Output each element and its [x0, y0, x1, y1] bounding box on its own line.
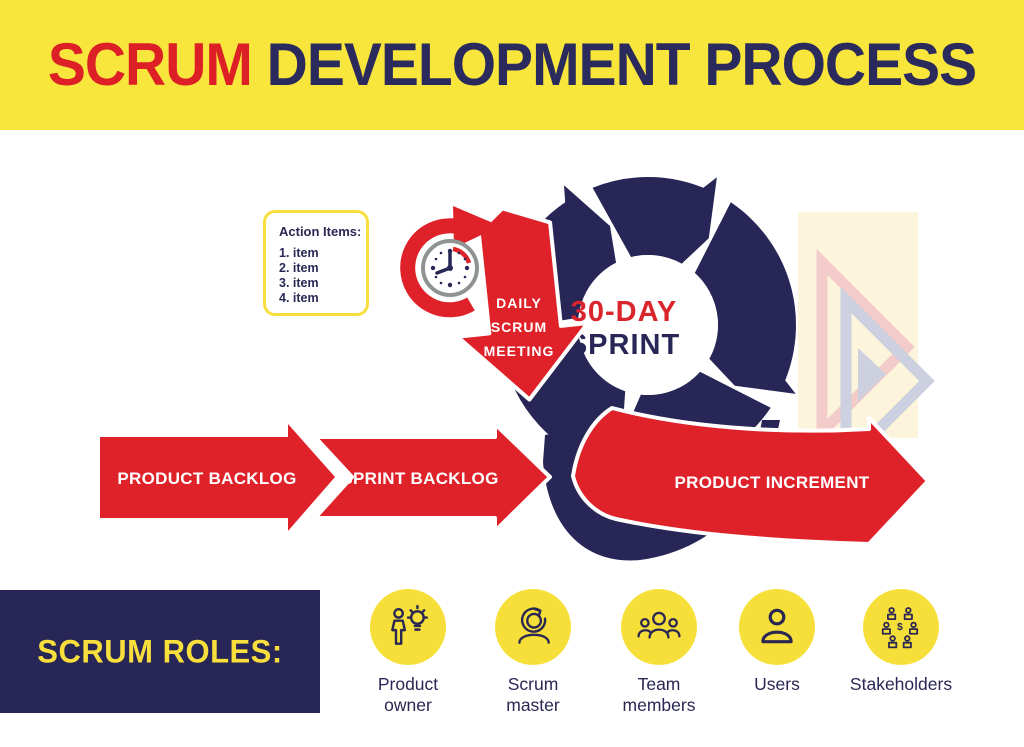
- title-rest: DEVELOPMENT PROCESS: [251, 31, 977, 99]
- action-item: 2. item: [279, 261, 319, 275]
- action-item: 1. item: [279, 246, 319, 260]
- dollar-glyph: $: [897, 622, 903, 633]
- watermark-logo: [798, 212, 935, 476]
- role-label: Scrum master: [506, 674, 560, 715]
- scrum-roles-title: SCRUM ROLES:: [37, 632, 283, 670]
- daily-meeting-line1: DAILY: [496, 295, 542, 311]
- person-refresh-icon: [518, 607, 550, 644]
- sprint-center-line2: SPRINT: [568, 329, 680, 361]
- person-lightbulb-icon: [391, 604, 429, 645]
- action-item: 3. item: [279, 276, 319, 290]
- role-team-members: Team members: [579, 589, 739, 715]
- daily-meeting-line3: MEETING: [484, 343, 555, 359]
- page-title: SCRUM DEVELOPMENT PROCESS: [47, 30, 977, 99]
- scrum-roles-banner: SCRUM ROLES:: [0, 590, 320, 713]
- sprint-cycle-tail: [543, 420, 780, 561]
- role-label: Stakeholders: [849, 674, 953, 694]
- role-users: Users: [697, 589, 857, 695]
- daily-scrum-arrow: DAILY SCRUM MEETING: [455, 206, 590, 402]
- title-highlight: SCRUM: [47, 31, 253, 99]
- product-increment-label: PRODUCT INCREMENT: [675, 473, 870, 492]
- role-product-owner: Product owner: [328, 589, 488, 715]
- sprint-cycle-ring: [488, 177, 796, 488]
- role-stakeholders: $ Stakeholders: [821, 589, 981, 695]
- role-label: Product owner: [377, 674, 439, 715]
- sprint-backlog-label: SPRINT BACKLOG: [341, 469, 498, 488]
- flow-arrows: PRODUCT BACKLOG SPRINT BACKLOG PRODUCT I…: [100, 406, 930, 546]
- people-dollar-network-icon: $: [881, 607, 919, 649]
- product-increment-arrow: [571, 406, 930, 546]
- action-items-box: Action Items: 1. item 2. item 3. item 4.…: [263, 210, 369, 316]
- action-item: 4. item: [279, 291, 319, 305]
- person-icon: [761, 608, 793, 644]
- action-items-title: Action Items:: [279, 224, 362, 239]
- sprint-center-disc: [578, 255, 718, 395]
- product-backlog-arrow: [100, 424, 335, 531]
- role-label: Users: [754, 674, 800, 694]
- role-scrum-master: Scrum master: [453, 589, 613, 715]
- product-backlog-label: PRODUCT BACKLOG: [117, 469, 296, 488]
- header-banner: SCRUM DEVELOPMENT PROCESS: [0, 0, 1024, 130]
- daily-meeting-line2: SCRUM: [491, 319, 547, 335]
- role-label: Team members: [622, 674, 696, 715]
- people-group-icon: [637, 611, 681, 639]
- loop-arrowhead: [453, 206, 500, 248]
- scrum-process-diagram: 30-DAY SPRINT DAILY SCRUM MEETING PRODUC…: [100, 177, 935, 561]
- clock-timer-icon: [400, 206, 500, 318]
- sprint-backlog-arrow: [313, 422, 552, 533]
